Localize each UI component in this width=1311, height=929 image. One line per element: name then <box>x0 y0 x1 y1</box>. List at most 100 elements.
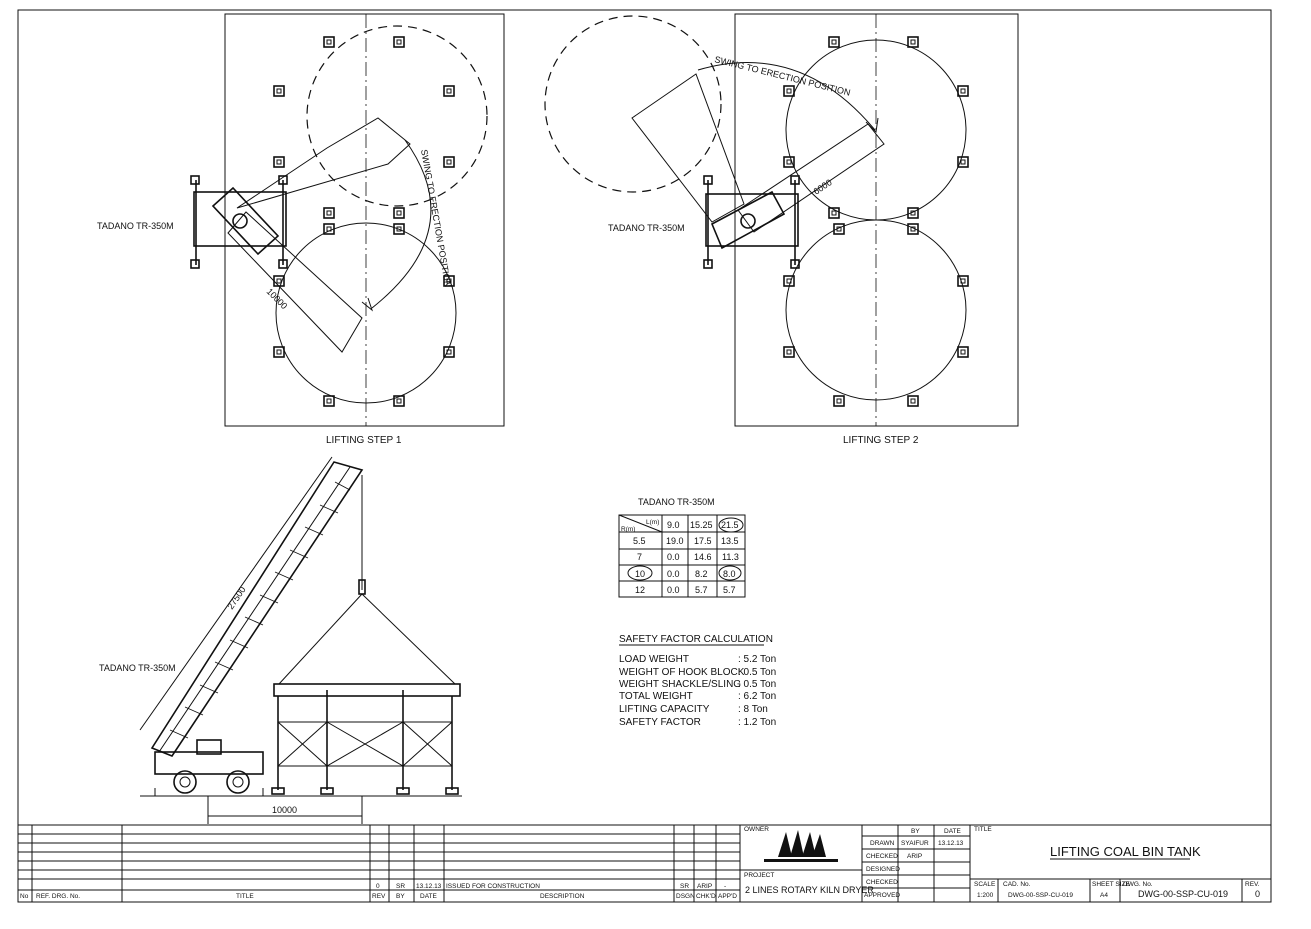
safety-value-4: : 6.2 Ton <box>738 691 776 702</box>
lifting-step-1-plan: TADANO TR-350M 10000 SWING TO ERECTION P… <box>97 13 505 446</box>
base-dimension: 10000 <box>272 805 297 815</box>
crane-plan-step-1 <box>190 117 411 353</box>
scale-value: 1:200 <box>977 892 994 899</box>
load-chart-col-2: 15.25 <box>690 520 713 530</box>
column-pads <box>273 36 455 407</box>
crane-plan-step-2 <box>631 73 885 269</box>
safety-factor-block: SAFETY FACTOR CALCULATION LOAD WEIGHT : … <box>619 634 776 728</box>
crane-label-elevation: TADANO TR-350M <box>99 663 176 673</box>
safety-value-3: : 0.5 Ton <box>738 679 776 690</box>
project-value: 2 LINES ROTARY KILN DRYER <box>745 885 874 895</box>
boom-lattice <box>169 481 351 739</box>
load-chart-header-r: R(m) <box>621 526 635 533</box>
tank-pickup-circle <box>275 222 457 404</box>
crane-carrier <box>154 739 264 796</box>
load-chart-v-4-1: 0.0 <box>667 585 680 595</box>
rev-row-chkd: ARIP <box>697 883 712 890</box>
safety-title: SAFETY FACTOR CALCULATION <box>619 634 773 645</box>
rev-row-appd: - <box>724 883 726 890</box>
checked2-label: CHECKED <box>866 879 898 886</box>
swing-text-step-1: SWING TO ERECTION POSITION <box>419 149 453 288</box>
designed-label: DESIGNED <box>866 866 900 873</box>
radius-dimension-step-1: 10000 <box>265 286 290 311</box>
title-block: 0 SR 13.12.13 ISSUED FOR CONSTRUCTION SR… <box>18 824 1271 902</box>
rev-row-description: ISSUED FOR CONSTRUCTION <box>446 883 540 890</box>
checked-by: ARIP <box>907 853 922 860</box>
load-chart: TADANO TR-350M R(m) L(m) 9.0 15.25 21.5 … <box>618 497 746 598</box>
rev-header-date: DATE <box>420 893 438 900</box>
scale-label: SCALE <box>974 881 996 888</box>
cad-label: CAD. No. <box>1003 881 1031 888</box>
safety-value-6: : 1.2 Ton <box>738 717 776 728</box>
load-chart-v-3-1: 0.0 <box>667 569 680 579</box>
load-chart-col-3: 21.5 <box>721 520 739 530</box>
lifting-step-2-label: LIFTING STEP 2 <box>843 435 919 446</box>
column-pads-2 <box>783 36 969 407</box>
rev-row-by: SR <box>396 883 405 890</box>
load-chart-v-2-3: 11.3 <box>722 552 739 562</box>
sheet-border <box>17 9 1272 903</box>
rev-row-rev: 0 <box>376 883 380 890</box>
load-chart-col-1: 9.0 <box>667 520 680 530</box>
sheet-label: SHEET SIZE <box>1092 881 1130 888</box>
load-chart-v-4-3: 5.7 <box>723 585 736 595</box>
drawn-by: SYAIFUR <box>901 840 929 847</box>
dwg-label: DWG. No. <box>1123 881 1153 888</box>
company-logo <box>764 830 838 862</box>
rev-header-appd: APP'D <box>718 893 737 900</box>
load-chart-v-1-2: 17.5 <box>694 536 712 546</box>
safety-label-5: LIFTING CAPACITY <box>619 704 710 715</box>
safety-label-6: SAFETY FACTOR <box>619 717 701 728</box>
load-chart-v-1-1: 19.0 <box>666 536 684 546</box>
drawn-label: DRAWN <box>870 840 895 847</box>
approved-label: APPROVED <box>864 892 900 899</box>
title-label: TITLE <box>974 826 992 833</box>
rev-row-date: 13.12.13 <box>416 883 442 890</box>
target-position-circle <box>306 25 488 207</box>
load-chart-r-4: 12 <box>635 585 645 595</box>
safety-label-3: WEIGHT SHACKLE/SLING <box>619 679 741 690</box>
load-chart-v-3-3: 8.0 <box>723 569 736 579</box>
project-label: PROJECT <box>744 872 774 879</box>
safety-label-4: TOTAL WEIGHT <box>619 691 693 702</box>
dwg-value: DWG-00-SSP-CU-019 <box>1138 889 1228 899</box>
checked-label: CHECKED <box>866 853 898 860</box>
bin-tank-structure <box>271 683 461 795</box>
boom-length-dimension: 27500 <box>225 585 247 611</box>
load-chart-v-2-1: 0.0 <box>667 552 680 562</box>
swing-text-step-2: SWING TO ERECTION POSITION <box>714 54 852 97</box>
load-chart-header-l: L(m) <box>646 519 659 526</box>
rev-header-ref: REF. DRG. No. <box>36 893 80 900</box>
rev-value: 0 <box>1255 889 1260 899</box>
crane-label-step-2: TADANO TR-350M <box>608 223 685 233</box>
tank-position-circle-bottom <box>785 219 967 401</box>
rev-label: REV. <box>1245 881 1260 888</box>
drawn-date: 13.12.13 <box>938 840 964 847</box>
load-chart-v-4-2: 5.7 <box>695 585 708 595</box>
load-chart-r-3: 10 <box>635 569 645 579</box>
safety-value-5: : 8 Ton <box>738 704 768 715</box>
load-chart-r-1: 5.5 <box>633 536 646 546</box>
load-chart-v-2-2: 14.6 <box>694 552 712 562</box>
cad-value: DWG-00-SSP-CU-019 <box>1008 892 1073 899</box>
rev-header-dsgn: DSGN <box>676 893 695 900</box>
rev-header-description: DESCRIPTION <box>540 893 585 900</box>
load-chart-r-2: 7 <box>637 552 642 562</box>
drawing-title: LIFTING COAL BIN TANK <box>1050 844 1201 859</box>
elevation-view: 27500 <box>99 456 462 824</box>
rev-header-chkd: CHK'D <box>696 893 716 900</box>
site-boundary <box>224 13 505 427</box>
lifting-step-2-plan: TADANO TR-350M 6000 SWING TO ERECTION PO… <box>544 13 1019 446</box>
sign-header-by: BY <box>911 828 920 835</box>
safety-value-2: : 0.5 Ton <box>738 667 776 678</box>
sign-header-date: DATE <box>944 828 962 835</box>
owner-label: OWNER <box>744 826 769 833</box>
safety-label-2: WEIGHT OF HOOK BLOCK <box>619 667 745 678</box>
site-boundary-2 <box>734 13 1019 427</box>
rev-row-dsgn: SR <box>680 883 689 890</box>
crane-label-step-1: TADANO TR-350M <box>97 221 174 231</box>
revision-grid <box>18 825 741 902</box>
sheet-value: A4 <box>1100 892 1108 899</box>
safety-label-1: LOAD WEIGHT <box>619 654 689 665</box>
